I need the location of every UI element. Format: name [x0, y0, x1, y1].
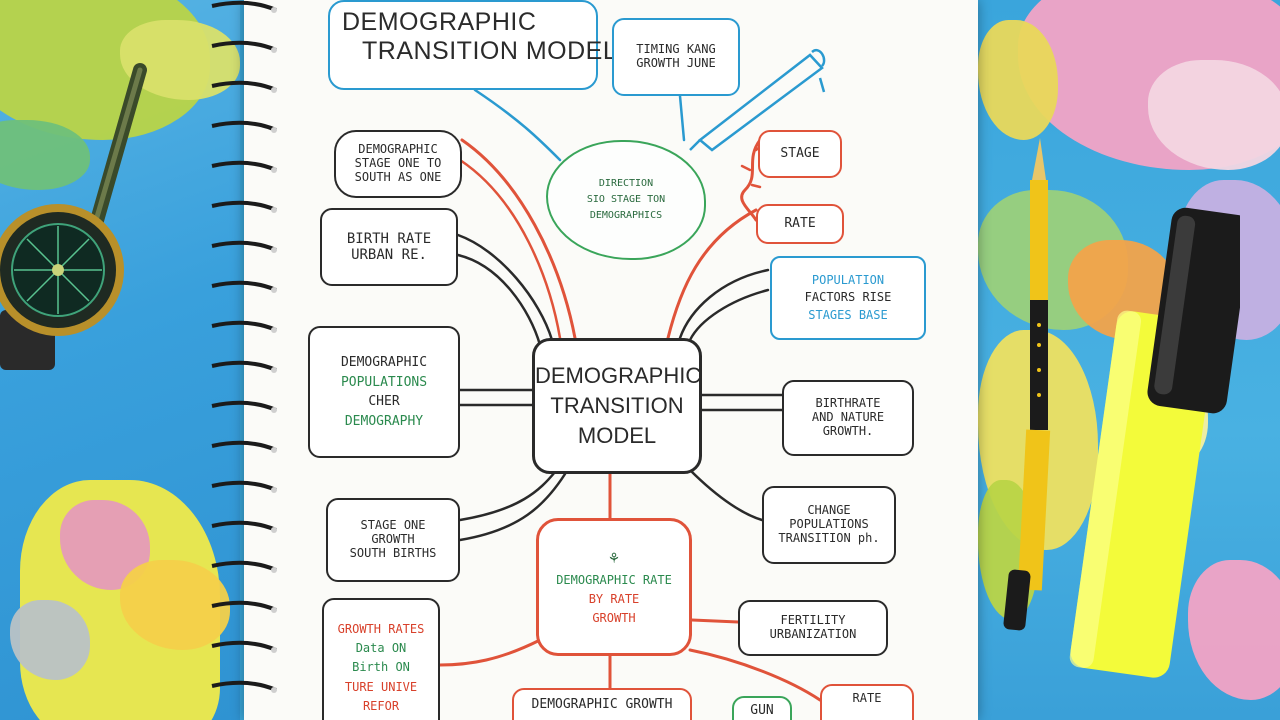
note-text: TRANSITION ph. [778, 530, 880, 545]
note-text: STAGES BASE [808, 307, 888, 322]
note-text: GROWTH RATES [337, 622, 425, 637]
pencil-icon [1003, 138, 1051, 631]
note-text: BIRTHRATE [815, 396, 881, 411]
note-left-2: BIRTH RATE URBAN RE. [320, 208, 458, 286]
title-line-2: TRANSITION MODEL [362, 37, 618, 65]
note-right-2: CHANGE POPULATIONS TRANSITION ph. [762, 486, 896, 564]
note-bottom-red: ⚘ DEMOGRAPHIC RATE BY RATE GROWTH [536, 518, 692, 656]
note-text: STAGE ONE TO [354, 156, 442, 171]
note-text: DEMOGRAPHIC [358, 142, 438, 157]
note-text: RATE [784, 215, 816, 231]
brain-text: DEMOGRAPHICS [589, 210, 663, 221]
note-text: DEMOGRAPHIC GROWTH [531, 697, 673, 712]
note-text: GROWTH JUNE [636, 56, 716, 70]
compass-icon [0, 63, 147, 370]
note-left-1: DEMOGRAPHIC STAGE ONE TO SOUTH AS ONE [334, 130, 462, 198]
note-text: GROWTH. [822, 423, 874, 438]
note-text: Birth ON [352, 660, 410, 675]
note-right-red-1: STAGE [758, 130, 842, 178]
brain-text: SIO STAGE TON [586, 194, 666, 205]
central-topic-line: DEMOGRAPHIC [535, 363, 702, 389]
note-right-blue: POPULATION FACTORS RISE STAGES BASE [770, 256, 926, 340]
note-top-right: TIMING KANG GROWTH JUNE [612, 18, 740, 96]
note-right-1: BIRTHRATE AND NATURE GROWTH. [782, 380, 914, 456]
note-text: DEMOGRAPHIC [340, 355, 428, 370]
note-text: URBANIZATION [769, 627, 857, 641]
note-text: SOUTH BIRTHS [349, 545, 437, 560]
note-text: AND NATURE [811, 410, 885, 425]
central-topic-line: MODEL [577, 422, 657, 448]
spiral-binding [211, 0, 277, 693]
note-text: Data ON [355, 641, 407, 656]
central-topic: DEMOGRAPHIC TRANSITION MODEL [532, 338, 702, 474]
highlighter-icon [1069, 207, 1240, 678]
note-text: POPULATIONS [789, 517, 869, 532]
brain-node: DIRECTION SIO STAGE TON DEMOGRAPHICS [546, 140, 706, 260]
note-text: FERTILITY [780, 613, 846, 628]
note-text: TURE UNIVE [344, 679, 418, 694]
note-left-3: DEMOGRAPHIC POPULATIONS CHER DEMOGRAPHY [308, 326, 460, 458]
note-text: SOUTH AS ONE [354, 169, 442, 184]
note-text: GUN [750, 703, 774, 718]
note-text: CHANGE [807, 503, 851, 518]
note-left-4: STAGE ONE GROWTH SOUTH BIRTHS [326, 498, 460, 582]
note-bottom-right: FERTILITY URBANIZATION [738, 600, 888, 656]
note-text: GROWTH [592, 611, 636, 626]
note-text: GROWTH [371, 532, 415, 547]
note-text: BY RATE [588, 592, 640, 607]
note-text: TIMING KANG [636, 42, 716, 57]
note-text: URBAN RE. [351, 247, 427, 263]
note-text: DEMOGRAPHIC RATE [556, 573, 672, 588]
note-right-red-2: RATE [756, 204, 844, 244]
note-text: POPULATION [811, 272, 885, 287]
note-text: STAGE ONE [360, 518, 426, 533]
title-bubble: DEMOGRAPHIC TRANSITION MODEL [328, 0, 618, 90]
note-text: REFOR [362, 698, 400, 713]
note-text: CHER [368, 394, 400, 409]
central-topic-line: TRANSITION [550, 393, 684, 419]
note-text: FACTORS RISE [804, 290, 892, 305]
note-text: POPULATIONS [340, 374, 428, 390]
note-text: BIRTH RATE [346, 230, 432, 247]
note-bottom-center: DEMOGRAPHIC GROWTH [512, 688, 692, 720]
brain-text: DIRECTION [598, 178, 654, 189]
note-text: STAGE [780, 145, 820, 161]
note-left-5: GROWTH RATES Data ON Birth ON TURE UNIVE… [322, 598, 440, 720]
sprout-icon: ⚘ [609, 548, 619, 568]
note-text: DEMOGRAPHY [344, 413, 424, 429]
note-bottom-green: GUN [732, 696, 792, 720]
note-text: RATE [852, 691, 882, 705]
title-line-1: DEMOGRAPHIC [342, 8, 537, 36]
note-bottom-far-right: RATE [820, 684, 914, 720]
